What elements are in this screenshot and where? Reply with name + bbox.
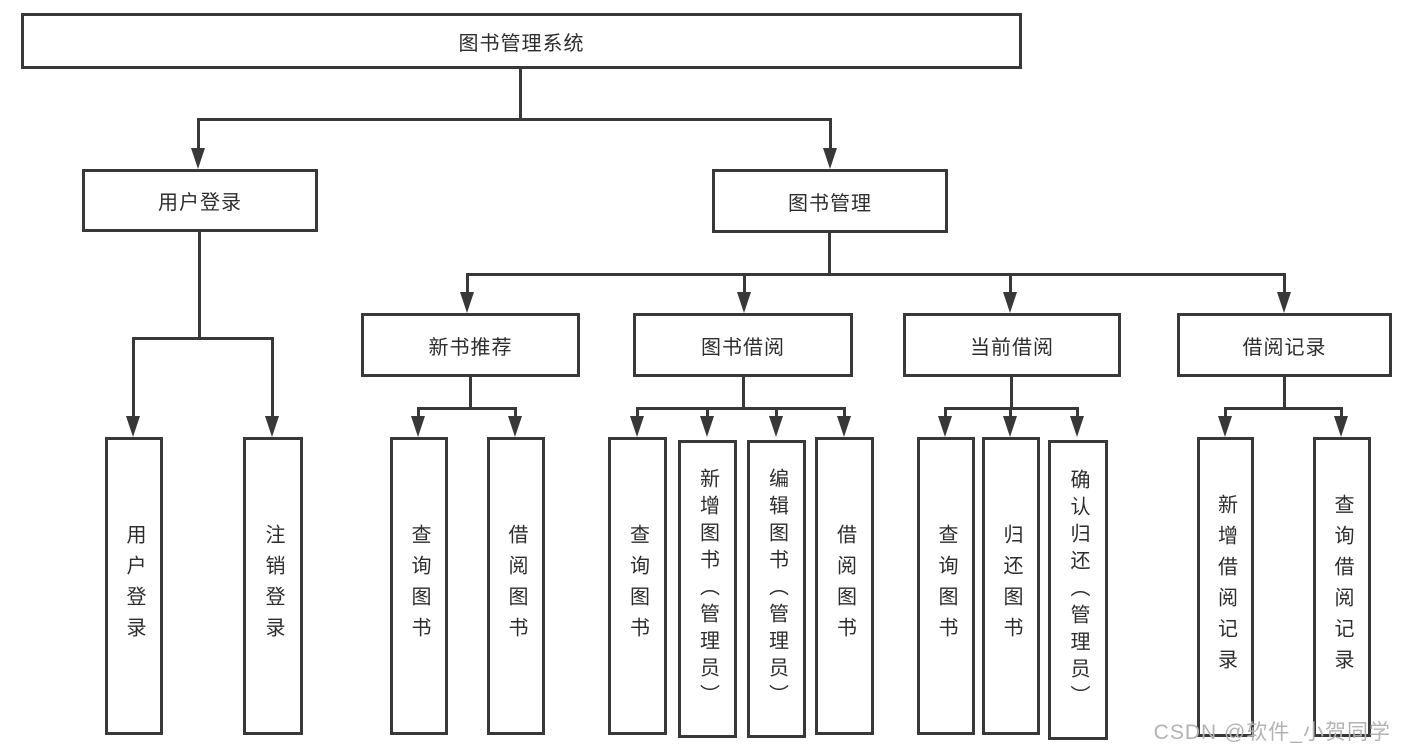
leaf-box-add-book-admin: 新增图书（管理员）	[678, 440, 737, 738]
leaf-label-query-books-current: 查询图书	[935, 524, 957, 648]
connector-line	[271, 338, 274, 418]
connector-line	[198, 231, 201, 339]
leaf-label-query-borrow-record: 查询借阅记录	[1331, 494, 1353, 680]
leaf-box-query-borrow-record: 查询借阅记录	[1313, 437, 1371, 737]
leaf-box-query-books-recommend: 查询图书	[390, 437, 448, 735]
connector-line	[1283, 274, 1286, 295]
node-label-borrow-records: 借阅记录	[1242, 336, 1327, 359]
arrow-down-icon	[126, 416, 140, 437]
connector-line	[944, 408, 947, 418]
connector-line	[514, 408, 517, 418]
connector-line	[743, 274, 746, 295]
connector-line	[1010, 376, 1013, 409]
node-label-book-management: 图书管理	[788, 192, 872, 215]
connector-line	[469, 376, 472, 409]
arrow-down-icon	[1277, 292, 1291, 313]
leaf-box-edit-book-admin: 编辑图书（管理员）	[747, 440, 806, 738]
leaf-label-borrow-books-recommend: 借阅图书	[505, 524, 527, 648]
connector-line	[132, 337, 274, 340]
arrow-down-icon	[411, 416, 425, 437]
leaf-label-edit-book-admin: 编辑图书（管理员）	[765, 467, 788, 711]
connector-line	[417, 407, 517, 410]
arrow-down-icon	[191, 148, 205, 169]
connector-line	[1340, 408, 1343, 418]
arrow-down-icon	[700, 416, 714, 437]
connector-line	[466, 273, 1286, 276]
arrow-down-icon	[938, 416, 952, 437]
leaf-box-query-books-borrow: 查询图书	[608, 437, 667, 735]
leaf-label-query-books-borrow: 查询图书	[626, 524, 649, 648]
node-box-book-borrow: 图书借阅	[633, 313, 853, 377]
node-label-user-login: 用户登录	[158, 192, 242, 214]
connector-line	[828, 231, 831, 275]
node-label-book-borrow: 图书借阅	[701, 336, 785, 359]
leaf-label-user-login: 用户登录	[123, 524, 145, 648]
node-box-new-book-recommend: 新书推荐	[361, 313, 580, 377]
connector-line	[1283, 376, 1286, 409]
connector-line	[1009, 408, 1012, 418]
connector-line	[1076, 408, 1079, 418]
node-label-system-root: 图书管理系统	[458, 32, 585, 55]
connector-line	[636, 408, 639, 418]
leaf-label-add-book-admin: 新增图书（管理员）	[696, 467, 719, 711]
arrow-down-icon	[1218, 416, 1232, 437]
node-label-new-book-recommend: 新书推荐	[428, 336, 513, 359]
node-box-current-borrow: 当前借阅	[903, 313, 1121, 377]
node-box-system-root: 图书管理系统	[21, 13, 1022, 69]
leaf-box-user-login: 用户登录	[105, 437, 163, 735]
node-box-book-management: 图书管理	[712, 169, 948, 233]
arrow-down-icon	[460, 292, 474, 313]
arrow-down-icon	[265, 416, 279, 437]
arrow-down-icon	[823, 148, 837, 169]
connector-line	[1224, 407, 1343, 410]
node-box-borrow-records: 借阅记录	[1177, 313, 1392, 377]
node-label-current-borrow: 当前借阅	[970, 336, 1054, 359]
leaf-box-query-books-current: 查询图书	[917, 437, 975, 735]
connector-line	[466, 274, 469, 295]
connector-line	[775, 408, 778, 418]
arrow-down-icon	[508, 416, 522, 437]
connector-line	[843, 408, 846, 418]
connector-line	[706, 408, 709, 418]
leaf-box-confirm-return-admin: 确认归还（管理员）	[1048, 440, 1108, 740]
connector-line	[742, 376, 745, 409]
leaf-label-return-book: 归还图书	[1000, 524, 1022, 648]
connector-line	[829, 119, 832, 150]
leaf-label-confirm-return-admin: 确认归还（管理员）	[1067, 468, 1089, 712]
arrow-down-icon	[1070, 416, 1084, 437]
leaf-box-return-book: 归还图书	[982, 437, 1040, 735]
arrow-down-icon	[1003, 292, 1017, 313]
node-box-user-login: 用户登录	[82, 169, 318, 232]
connector-line	[132, 338, 135, 418]
leaf-box-borrow-books-recommend: 借阅图书	[487, 437, 545, 735]
connector-line	[519, 68, 522, 121]
leaf-label-logout: 注销登录	[262, 524, 284, 648]
leaf-box-borrow-books-2: 借阅图书	[815, 437, 874, 735]
connector-line	[1009, 274, 1012, 295]
connector-line	[417, 408, 420, 418]
leaf-label-borrow-books-2: 借阅图书	[833, 524, 856, 648]
leaf-label-query-books-recommend: 查询图书	[408, 524, 430, 648]
watermark-text: CSDN @软件_小贺同学	[1153, 721, 1391, 744]
arrow-down-icon	[737, 292, 751, 313]
connector-line	[197, 119, 200, 150]
leaf-box-logout: 注销登录	[243, 437, 303, 735]
arrow-down-icon	[1334, 416, 1348, 437]
arrow-down-icon	[837, 416, 851, 437]
leaf-box-add-borrow-record: 新增借阅记录	[1197, 437, 1254, 737]
connector-line	[636, 407, 846, 410]
leaf-label-add-borrow-record: 新增借阅记录	[1214, 494, 1237, 680]
connector-line	[197, 118, 832, 121]
connector-line	[1224, 408, 1227, 418]
arrow-down-icon	[1003, 416, 1017, 437]
arrow-down-icon	[630, 416, 644, 437]
arrow-down-icon	[769, 416, 783, 437]
